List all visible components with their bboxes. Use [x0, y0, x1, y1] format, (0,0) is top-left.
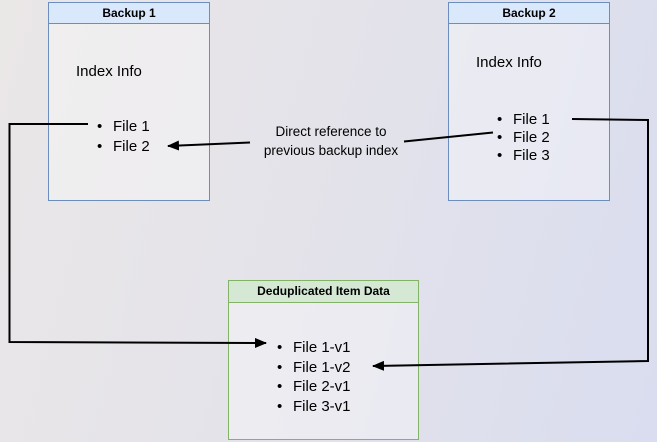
list-item: File 2-v1 [277, 377, 351, 397]
dedup-box: Deduplicated Item Data File 1-v1 File 1-… [228, 280, 419, 440]
dedup-title: Deduplicated Item Data [229, 281, 418, 303]
list-item: File 2 [97, 137, 150, 157]
backup2-box: Backup 2 Index Info File 1 File 2 File 3 [448, 2, 610, 201]
list-item: File 3 [497, 147, 550, 165]
list-item: File 2 [497, 129, 550, 147]
edge-label: Direct reference to previous backup inde… [246, 123, 416, 160]
backup1-file-list: File 1 File 2 [97, 117, 150, 157]
backup2-title: Backup 2 [449, 3, 609, 24]
edge-label-line2: previous backup index [263, 142, 399, 158]
edge-label-line1: Direct reference to [275, 124, 387, 139]
list-item: File 1-v2 [277, 358, 351, 378]
backup1-box: Backup 1 Index Info File 1 File 2 [48, 2, 210, 201]
dedup-file-list: File 1-v1 File 1-v2 File 2-v1 File 3-v1 [277, 338, 351, 416]
backup1-title: Backup 1 [49, 3, 209, 24]
backup2-file-list: File 1 File 2 File 3 [497, 111, 550, 165]
list-item: File 1 [497, 111, 550, 129]
list-item: File 1 [97, 117, 150, 137]
list-item: File 3-v1 [277, 397, 351, 417]
backup1-index-info-label: Index Info [76, 63, 142, 80]
list-item: File 1-v1 [277, 338, 351, 358]
backup2-index-info-label: Index Info [476, 54, 542, 71]
